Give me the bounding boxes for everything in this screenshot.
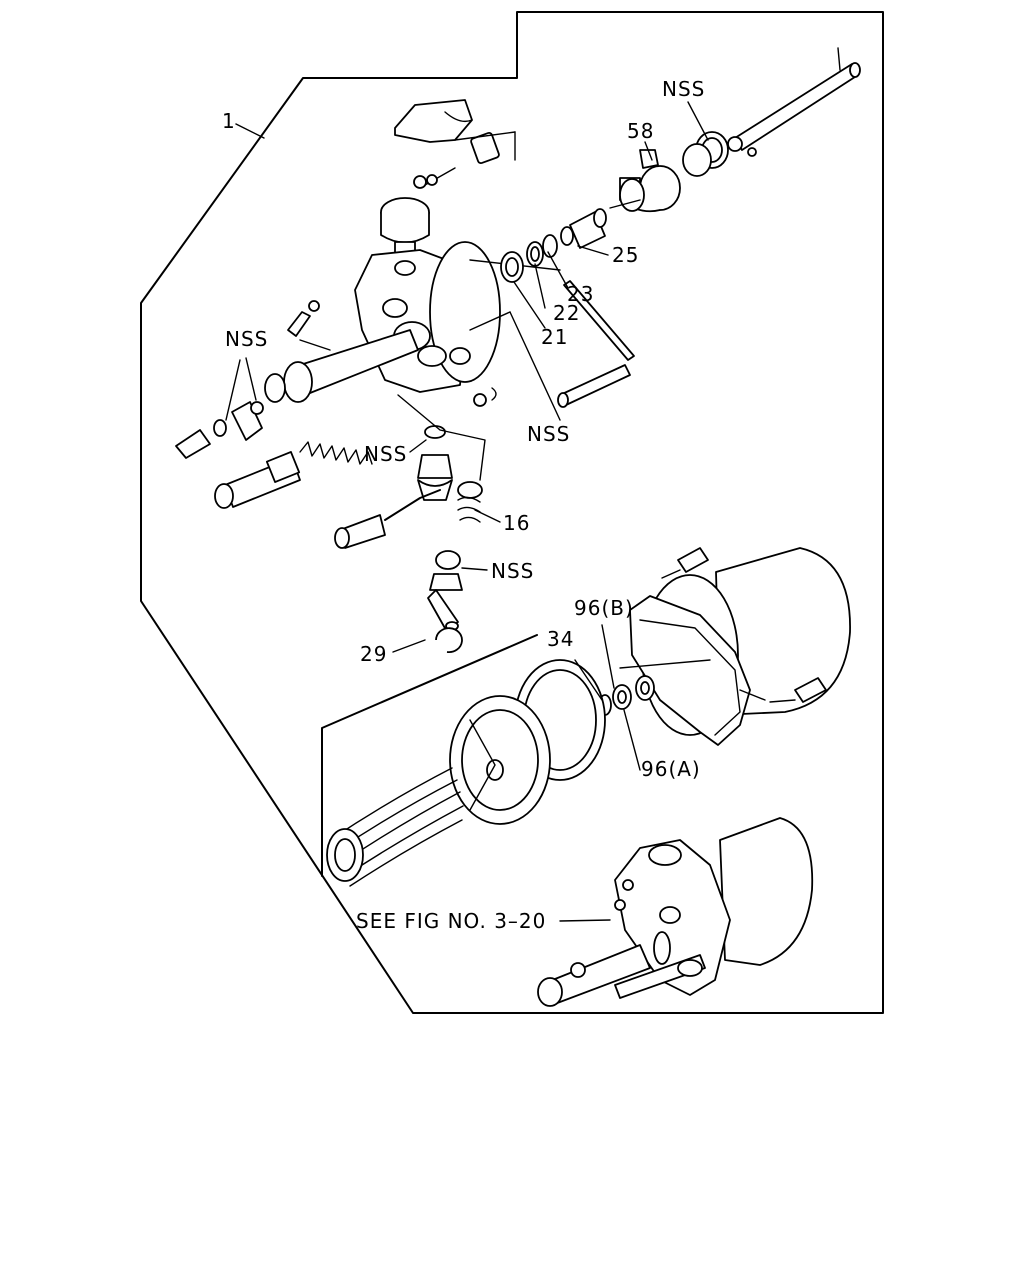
callout-34: 34 xyxy=(547,627,574,651)
callout-23: 23 xyxy=(567,282,594,306)
callout-96b: 96(B) xyxy=(574,596,634,620)
callout-29: 29 xyxy=(360,642,387,666)
callout-25: 25 xyxy=(612,243,639,267)
assembly-outline xyxy=(140,11,884,1014)
callout-58: 58 xyxy=(627,119,654,143)
valve-body-group xyxy=(175,99,635,549)
leader-lines xyxy=(225,101,709,922)
inner-assembly-outline xyxy=(321,634,538,877)
callout-nss-low: NSS xyxy=(364,442,407,466)
leader-1 xyxy=(235,123,265,139)
callout-1: 1 xyxy=(222,109,236,133)
callout-nss-left: NSS xyxy=(225,327,268,351)
reference-assembly-group xyxy=(537,817,814,1007)
callout-nss-mid: NSS xyxy=(527,422,570,446)
stem-group xyxy=(427,550,463,654)
callout-21: 21 xyxy=(541,325,568,349)
callout-16: 16 xyxy=(503,511,530,535)
callout-nss-stem: NSS xyxy=(491,559,534,583)
callout-nss-top: NSS xyxy=(662,77,705,101)
shaft-group xyxy=(500,47,861,283)
callout-22: 22 xyxy=(553,301,580,325)
callout-96a: 96(A) xyxy=(641,757,701,781)
callout-see-fig: SEE FIG NO. 3–20 xyxy=(356,909,546,933)
housing-cover-group xyxy=(326,547,851,887)
